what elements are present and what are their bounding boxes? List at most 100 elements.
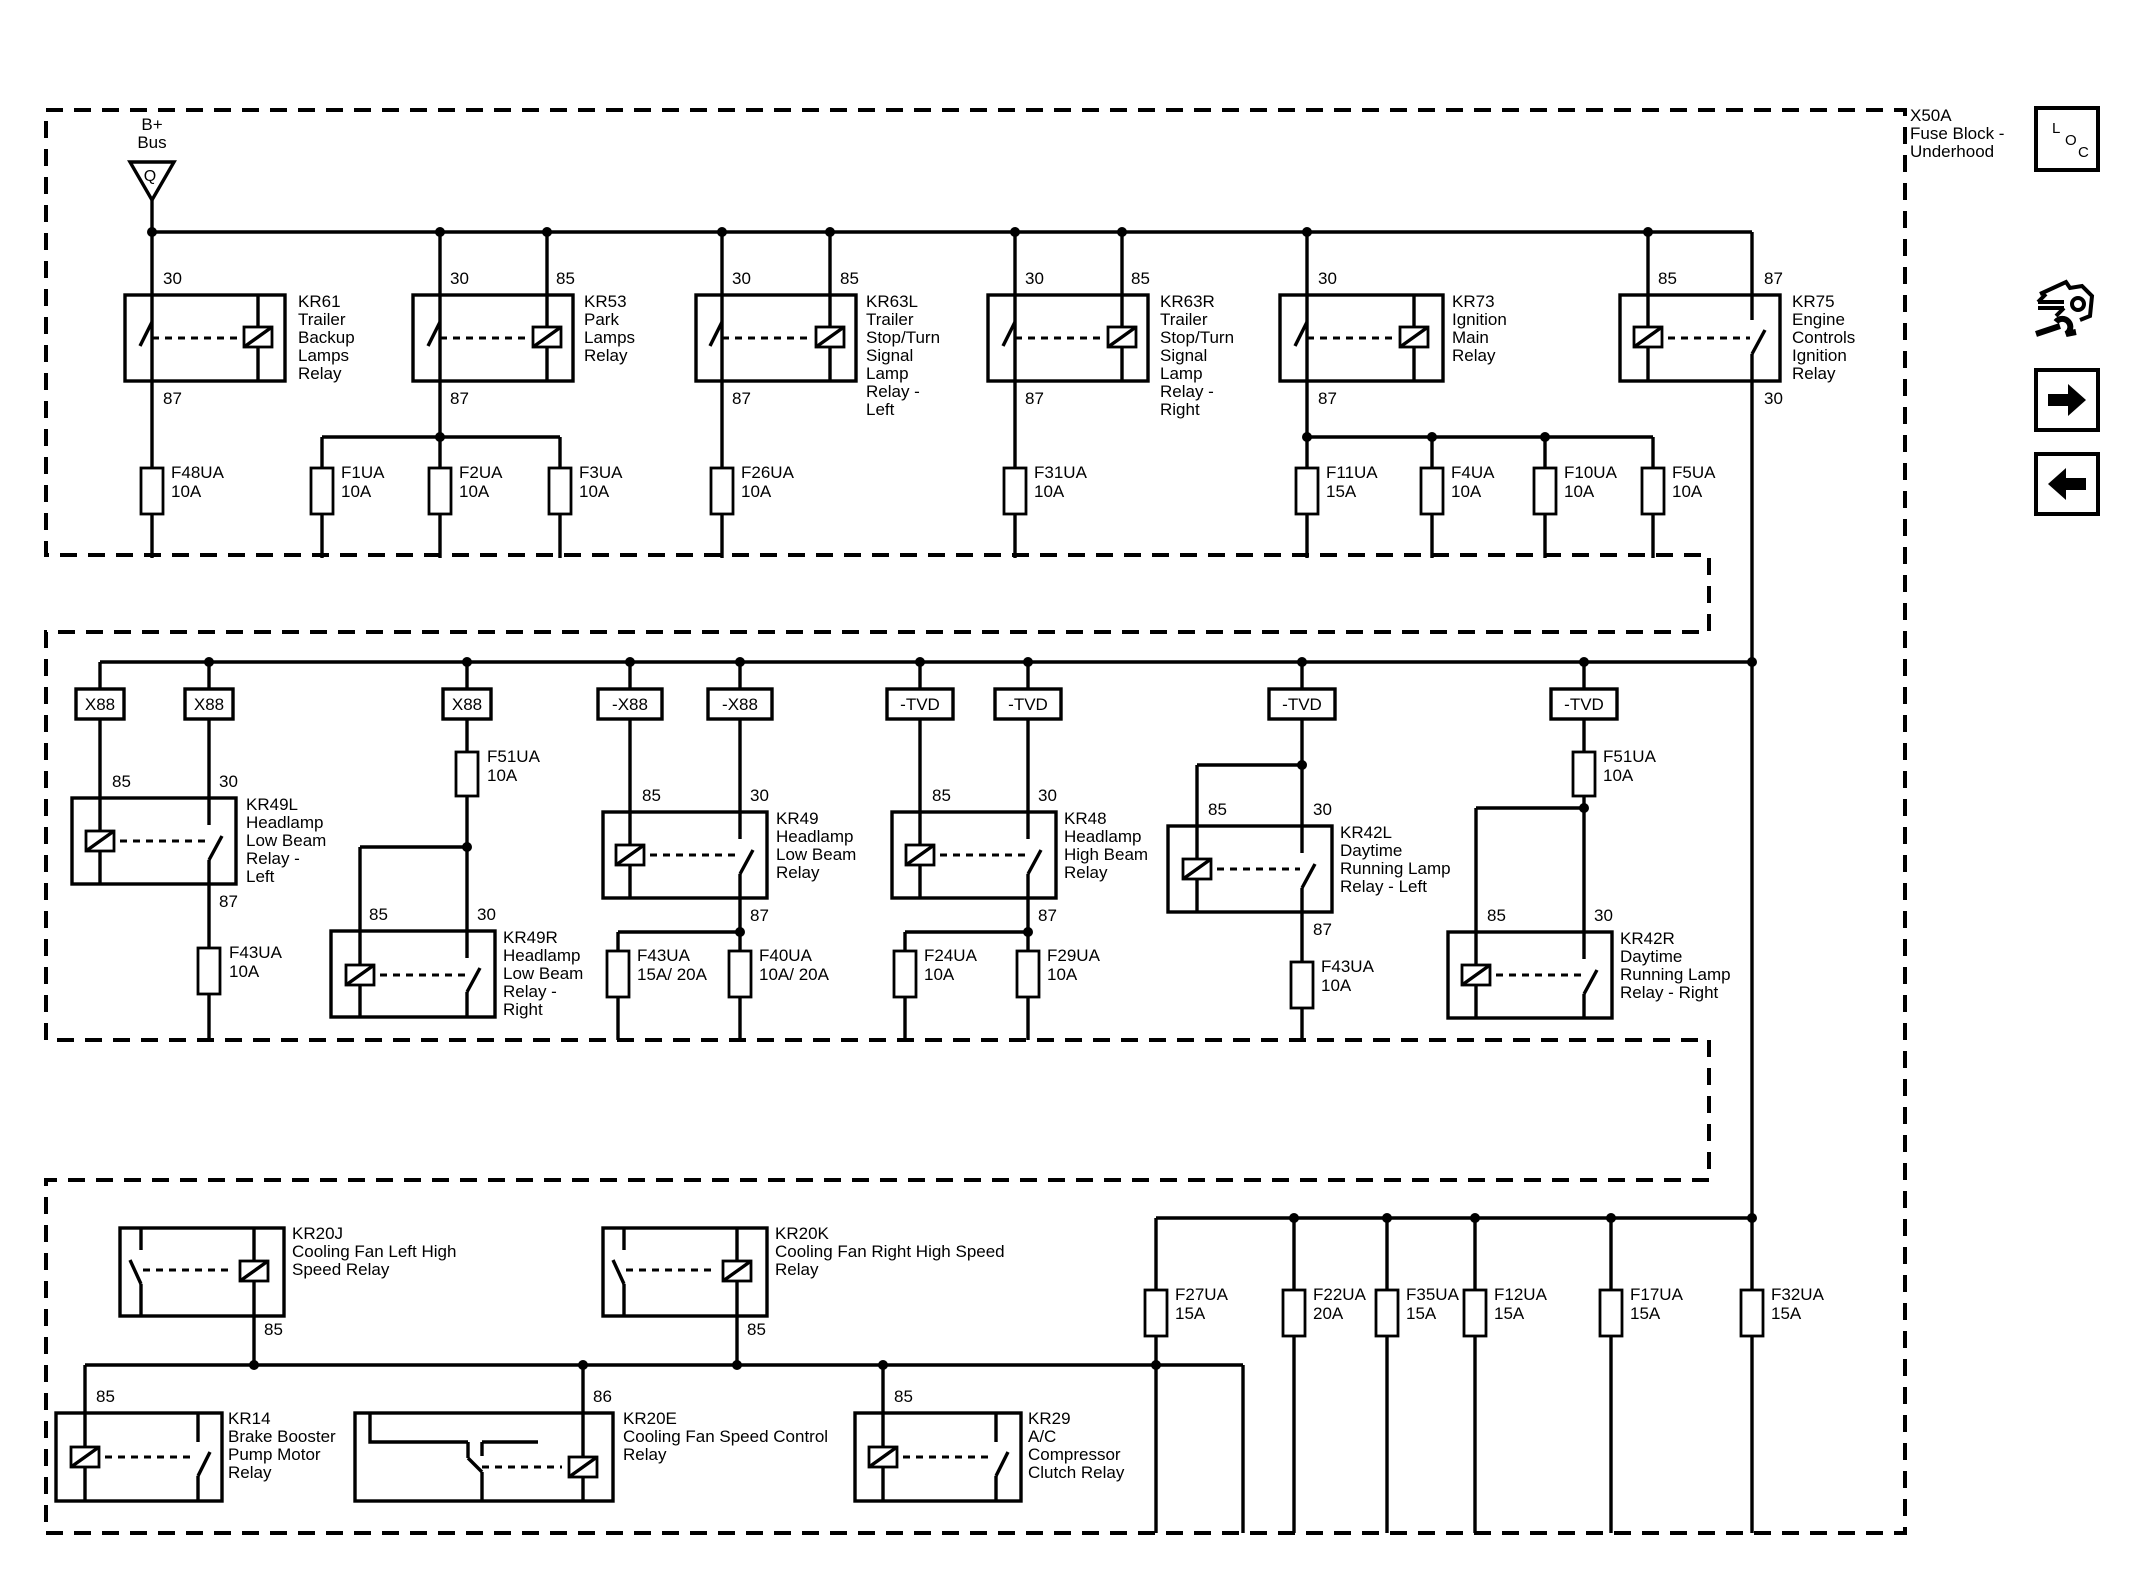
svg-text:Relay -: Relay - [866,382,920,401]
svg-text:Pump Motor: Pump Motor [228,1445,321,1464]
svg-text:F29UA: F29UA [1047,946,1101,965]
svg-text:10A: 10A [229,962,260,981]
svg-text:KR53: KR53 [584,292,627,311]
option-box-neg-x88-2: -X88 [706,662,774,721]
svg-text:10A: 10A [341,482,372,501]
svg-text:Low Beam: Low Beam [503,964,583,983]
svg-text:Clutch Relay: Clutch Relay [1028,1463,1125,1482]
svg-text:Relay - Right: Relay - Right [1620,983,1719,1002]
svg-text:15A: 15A [1494,1304,1525,1323]
svg-text:F51UA: F51UA [487,747,541,766]
svg-text:30: 30 [1594,906,1613,925]
svg-text:B+: B+ [141,115,162,134]
svg-text:87: 87 [163,389,182,408]
svg-text:Lamps: Lamps [584,328,635,347]
svg-text:Lamps: Lamps [298,346,349,365]
svg-text:Lamp: Lamp [1160,364,1203,383]
fuse-block-outline [44,108,1907,1535]
svg-text:KR49L: KR49L [246,795,298,814]
svg-text:Relay - Left: Relay - Left [1340,877,1427,896]
svg-text:-TVD: -TVD [900,695,940,714]
svg-text:Low Beam: Low Beam [246,831,326,850]
svg-text:85: 85 [556,269,575,288]
svg-text:Cooling Fan Speed Control: Cooling Fan Speed Control [623,1427,828,1446]
svg-text:87: 87 [1038,906,1057,925]
svg-text:Signal: Signal [1160,346,1207,365]
svg-text:KR20J: KR20J [292,1224,343,1243]
svg-text:X88: X88 [85,695,115,714]
svg-text:15A: 15A [1771,1304,1802,1323]
svg-text:Left: Left [866,400,895,419]
svg-text:85: 85 [894,1387,913,1406]
svg-text:X50A: X50A [1910,106,1952,125]
relay-kr48: 85 30 87 KR48 Headlamp High Beam Relay [890,719,1148,1040]
b-plus-bus: B+ Bus Q [127,115,177,232]
svg-text:Trailer: Trailer [1160,310,1208,329]
arrow-right-icon [2048,384,2086,416]
svg-text:Speed Relay: Speed Relay [292,1260,390,1279]
svg-text:-TVD: -TVD [1008,695,1048,714]
svg-text:Daytime: Daytime [1340,841,1402,860]
svg-text:85: 85 [642,786,661,805]
svg-text:F48UA: F48UA [171,463,225,482]
loc-button[interactable]: L O C [2034,106,2100,172]
svg-text:KR29: KR29 [1028,1409,1071,1428]
svg-text:Bus: Bus [137,133,166,152]
forward-button[interactable] [2034,368,2100,432]
svg-text:15A: 15A [1406,1304,1437,1323]
option-box-neg-tvd-4: -TVD [1549,662,1619,721]
svg-text:F22UA: F22UA [1313,1285,1367,1304]
row3-fuse-bus [1154,1213,1754,1533]
svg-text:Headlamp: Headlamp [246,813,324,832]
svg-text:KR20E: KR20E [623,1409,677,1428]
svg-text:10A: 10A [1451,482,1482,501]
svg-text:KR48: KR48 [1064,809,1107,828]
svg-text:F10UA: F10UA [1564,463,1618,482]
svg-text:F32UA: F32UA [1771,1285,1825,1304]
back-button[interactable] [2034,452,2100,516]
svg-text:85: 85 [96,1387,115,1406]
svg-text:F12UA: F12UA [1494,1285,1548,1304]
relay-kr63r: 30 85 87 KR63R Trailer Stop/Turn Signal … [986,227,1234,419]
svg-text:10A: 10A [1603,766,1634,785]
relay-kr42r: 85 30 KR42R Daytime Running Lamp Relay -… [1446,719,1731,1020]
option-box-x88-3: X88 [441,662,493,721]
svg-text:85: 85 [747,1320,766,1339]
svg-text:87: 87 [1313,920,1332,939]
relay-kr73: 30 87 KR73 Ignition Main Relay [1278,227,1507,408]
wrench-car-icon[interactable] [2030,276,2104,348]
svg-text:Relay: Relay [228,1463,272,1482]
svg-text:KR42R: KR42R [1620,929,1675,948]
svg-text:10A/ 20A: 10A/ 20A [759,965,830,984]
svg-text:Underhood: Underhood [1910,142,1994,161]
svg-text:F43UA: F43UA [229,943,283,962]
svg-text:87: 87 [1318,389,1337,408]
loc-letter-o: O [2065,132,2077,149]
svg-text:KR49: KR49 [776,809,819,828]
fuse-block-label: X50A Fuse Block - Underhood [1910,106,2004,161]
svg-text:Stop/Turn: Stop/Turn [1160,328,1234,347]
svg-text:-TVD: -TVD [1282,695,1322,714]
svg-text:F27UA: F27UA [1175,1285,1229,1304]
svg-text:Relay: Relay [1792,364,1836,383]
svg-text:Signal: Signal [866,346,913,365]
svg-text:Engine: Engine [1792,310,1845,329]
svg-text:30: 30 [1764,389,1783,408]
svg-text:Headlamp: Headlamp [776,827,854,846]
svg-text:-TVD: -TVD [1564,695,1604,714]
svg-text:10A: 10A [487,766,518,785]
svg-text:30: 30 [1038,786,1057,805]
svg-text:30: 30 [163,269,182,288]
svg-text:10A: 10A [579,482,610,501]
svg-text:KR75: KR75 [1792,292,1835,311]
option-box-neg-tvd-3: -TVD [1267,662,1337,721]
svg-text:Relay -: Relay - [503,982,557,1001]
svg-text:Relay -: Relay - [1160,382,1214,401]
arrow-left-icon [2048,468,2086,500]
svg-text:15A: 15A [1175,1304,1206,1323]
